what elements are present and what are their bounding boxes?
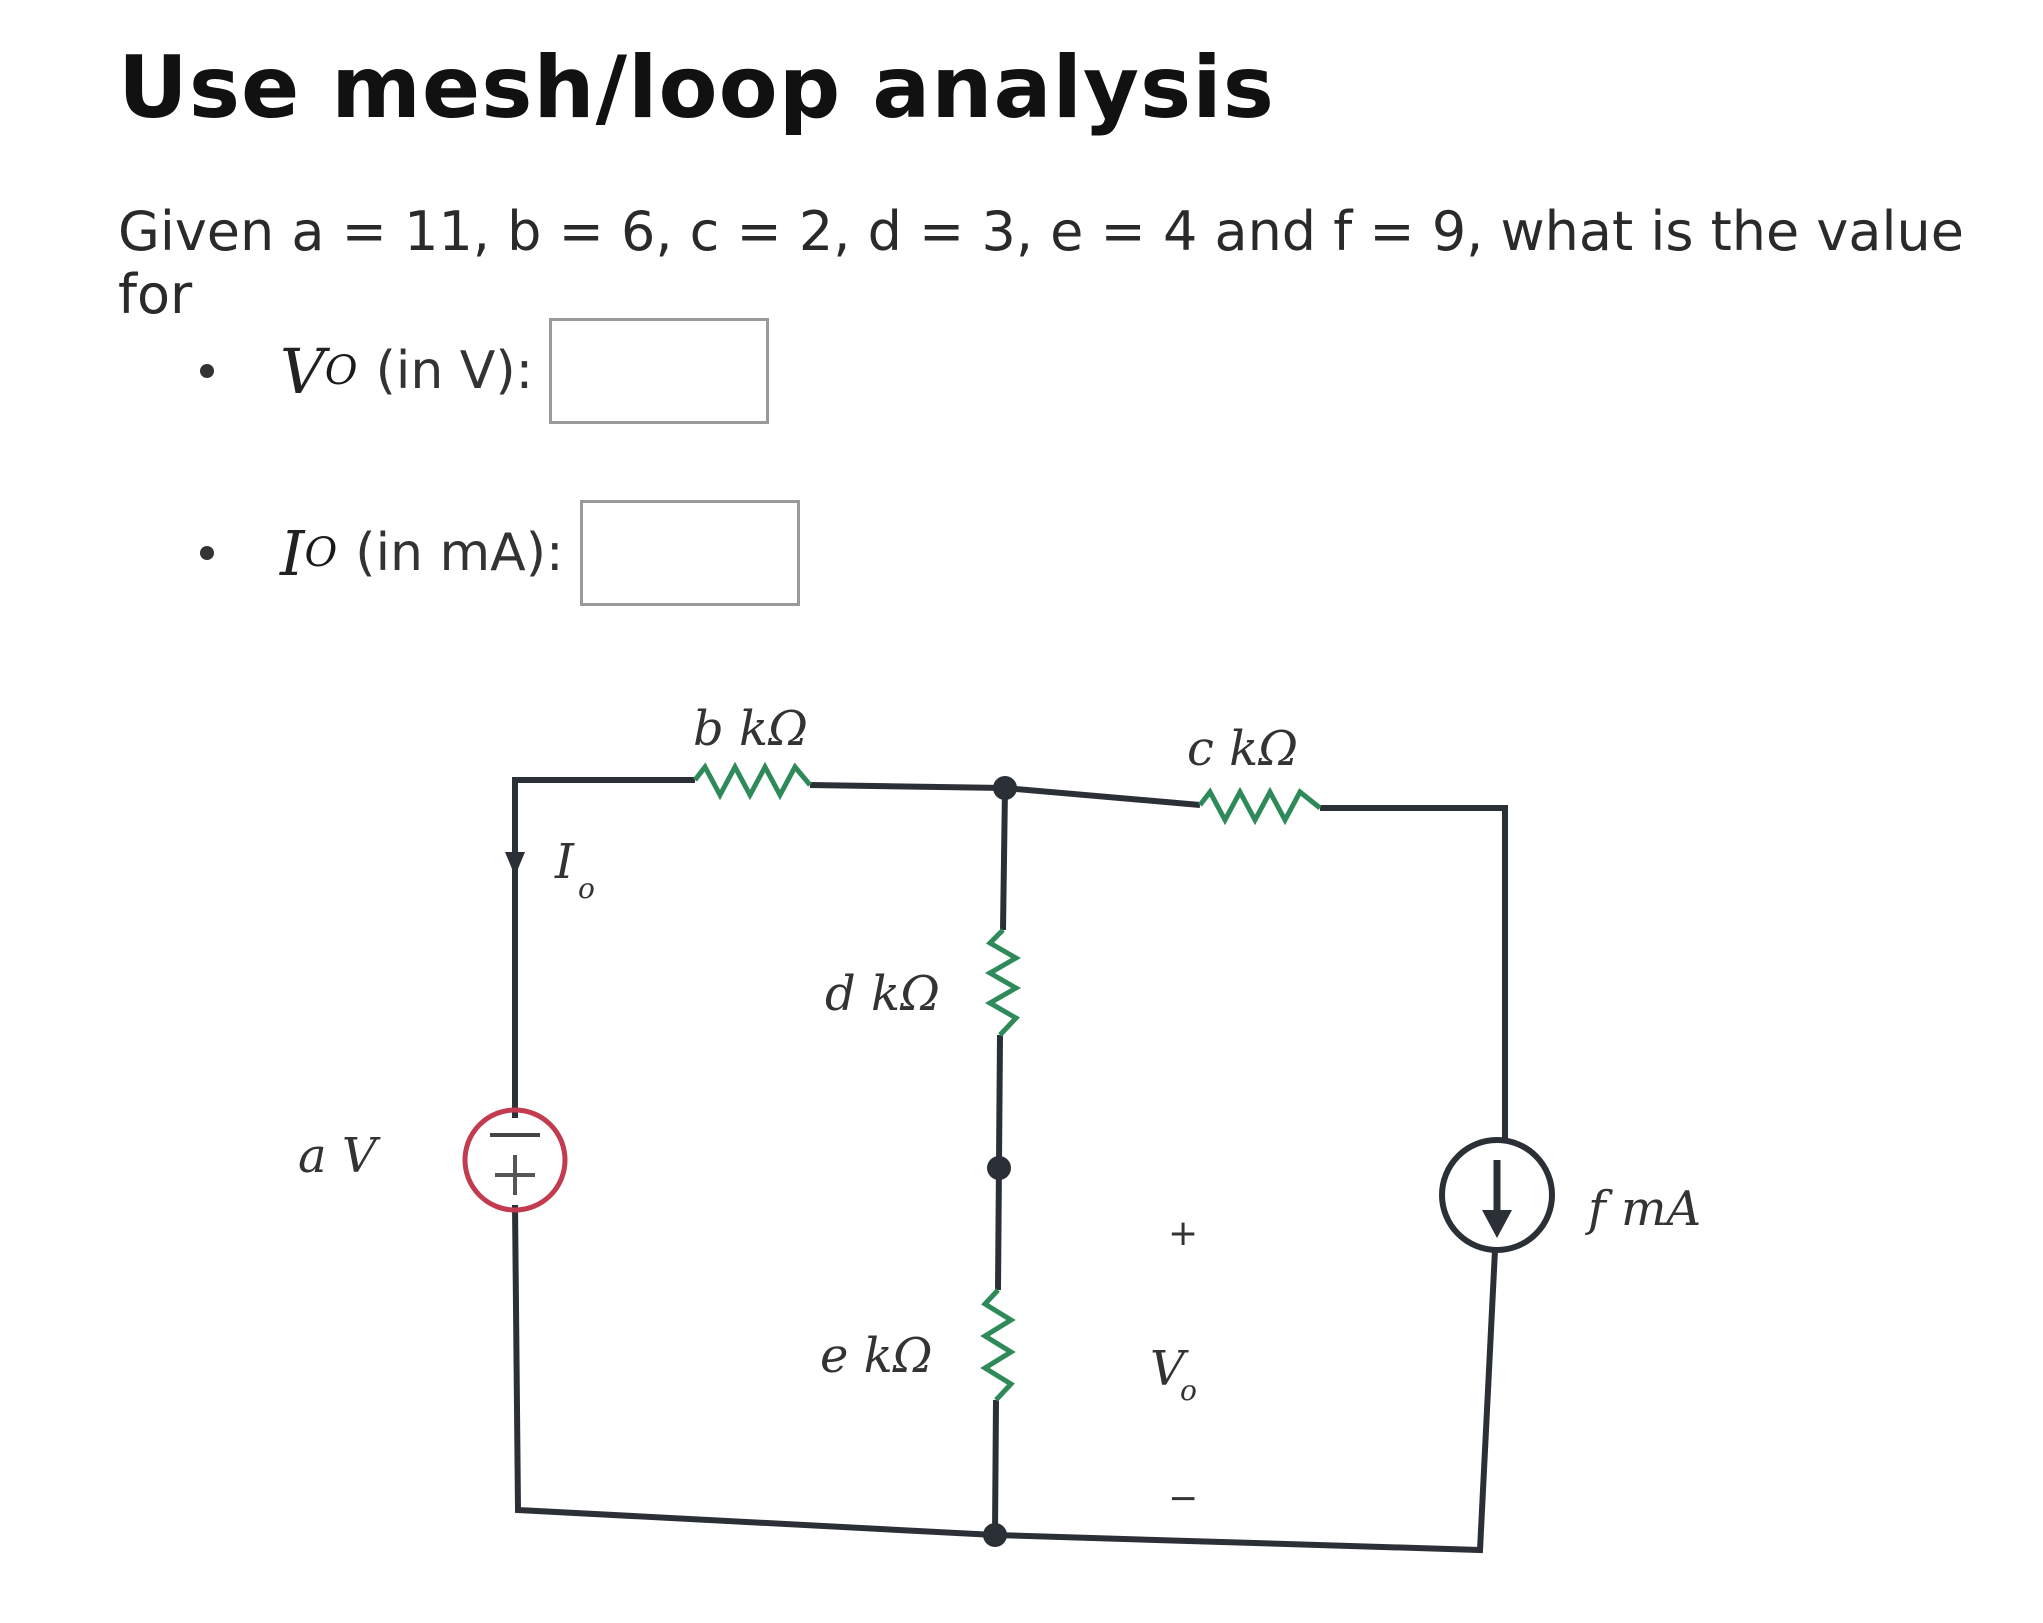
page-title: Use mesh/loop analysis bbox=[118, 38, 1275, 138]
wire-right-top bbox=[1320, 805, 1508, 1140]
resistor-b bbox=[693, 761, 812, 801]
wire-mid-lower bbox=[992, 1399, 999, 1536]
label-resistor-c: c kΩ bbox=[1187, 721, 1298, 777]
bullet-icon bbox=[200, 546, 214, 560]
voltage-source-ring bbox=[462, 1107, 568, 1213]
answer-symbol: V bbox=[280, 334, 325, 408]
bullet-icon bbox=[200, 364, 214, 378]
resistor-d bbox=[984, 928, 1022, 1037]
label-vo: V bbox=[1150, 1341, 1189, 1397]
current-source bbox=[1439, 1137, 1555, 1253]
wire-mid-upper bbox=[1000, 787, 1008, 931]
label-resistor-b: b kΩ bbox=[693, 701, 808, 757]
label-vo-plus: + bbox=[1168, 1213, 1198, 1254]
io-arrow-icon bbox=[505, 800, 525, 876]
node-bottom bbox=[983, 1523, 1007, 1547]
io-answer-input[interactable] bbox=[579, 500, 800, 606]
label-vo-sub: o bbox=[1180, 1374, 1197, 1407]
node-middle bbox=[987, 1156, 1011, 1180]
circuit-wires bbox=[512, 777, 1508, 1554]
current-source-ring bbox=[1439, 1137, 1555, 1253]
label-current-source: f mA bbox=[1585, 1181, 1701, 1237]
answer-unit-label: (in V): bbox=[375, 341, 534, 401]
label-io-sub: o bbox=[578, 872, 595, 905]
answer-subscript: O bbox=[324, 348, 358, 394]
voltage-source bbox=[462, 1107, 568, 1213]
wire-left-bottom bbox=[512, 1204, 996, 1538]
answer-subscript: O bbox=[304, 530, 338, 576]
node-top bbox=[993, 776, 1017, 800]
resistor-c bbox=[1198, 786, 1322, 826]
label-resistor-d: d kΩ bbox=[825, 966, 940, 1022]
answer-unit-label: (in mA): bbox=[355, 523, 564, 583]
answer-symbol: I bbox=[280, 516, 305, 590]
vo-answer-input[interactable] bbox=[549, 318, 770, 424]
current-arrow-head bbox=[1482, 1210, 1512, 1238]
question-text: Given a = 11, b = 6, c = 2, d = 3, e = 4… bbox=[118, 200, 1964, 326]
label-io: I bbox=[554, 834, 575, 890]
label-voltage-source: a V bbox=[298, 1128, 381, 1184]
label-resistor-e: e kΩ bbox=[820, 1328, 933, 1384]
label-vo-minus: − bbox=[1168, 1478, 1198, 1519]
wire-left-top bbox=[512, 777, 695, 1118]
resistor-e bbox=[980, 1288, 1016, 1402]
wire-right-bottom bbox=[994, 1249, 1498, 1554]
